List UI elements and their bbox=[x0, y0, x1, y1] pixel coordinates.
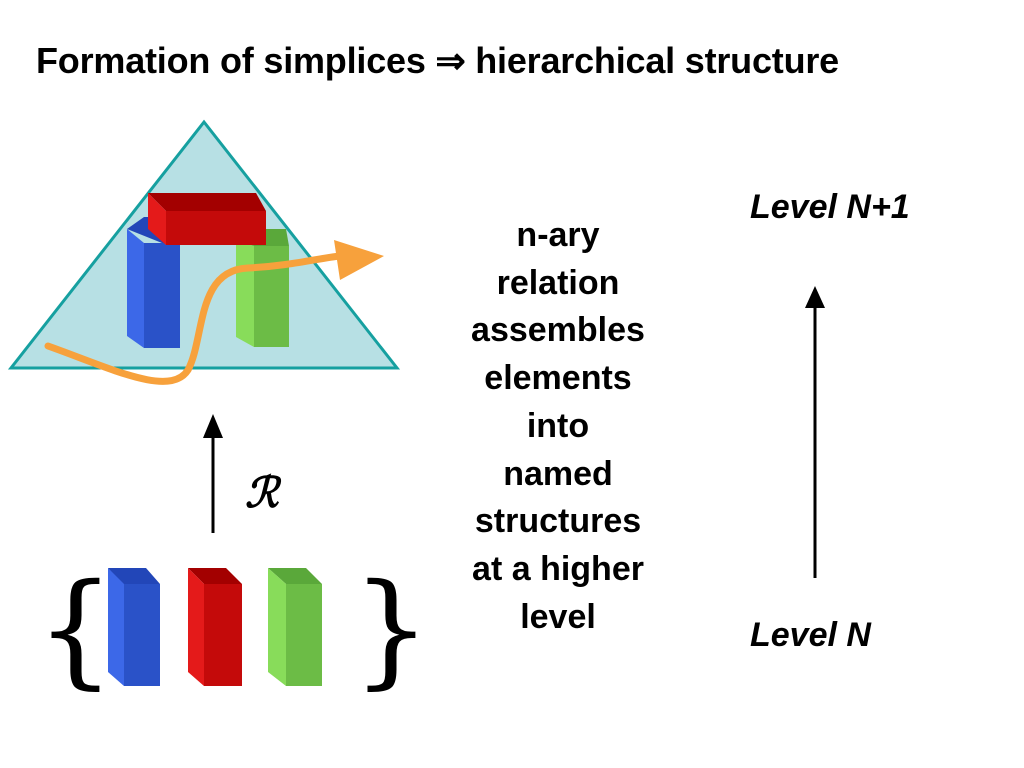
description-text: n-ary relation assembles elements into n… bbox=[440, 212, 676, 641]
description-line: into bbox=[526, 406, 590, 445]
orange-path-curve bbox=[44, 252, 344, 385]
close-brace: } bbox=[352, 558, 431, 702]
relation-arrowhead bbox=[203, 414, 223, 438]
set-green-block bbox=[268, 568, 322, 686]
description-line: elements bbox=[484, 359, 632, 398]
level-lower-label: Level N bbox=[750, 616, 871, 654]
open-brace: { bbox=[36, 558, 115, 702]
description-line: relation bbox=[496, 263, 620, 302]
description-line: structures bbox=[474, 502, 642, 541]
level-upper-label: Level N+1 bbox=[750, 188, 910, 226]
relation-symbol: ℛ bbox=[245, 468, 279, 517]
description-line: at a higher bbox=[472, 549, 644, 588]
set-blue-block bbox=[108, 568, 160, 686]
set-red-block bbox=[188, 568, 242, 686]
page-title: Formation of simplices ⇒ hierarchical st… bbox=[36, 40, 839, 81]
description-line: n-ary bbox=[516, 216, 600, 254]
simplex-green-block bbox=[236, 229, 289, 347]
description-line: named bbox=[503, 454, 613, 493]
description-line: level bbox=[520, 597, 596, 636]
description-line: assembles bbox=[471, 311, 645, 350]
simplex-red-block bbox=[148, 193, 266, 245]
orange-arrowhead bbox=[334, 240, 384, 280]
level-arrowhead bbox=[805, 286, 825, 308]
